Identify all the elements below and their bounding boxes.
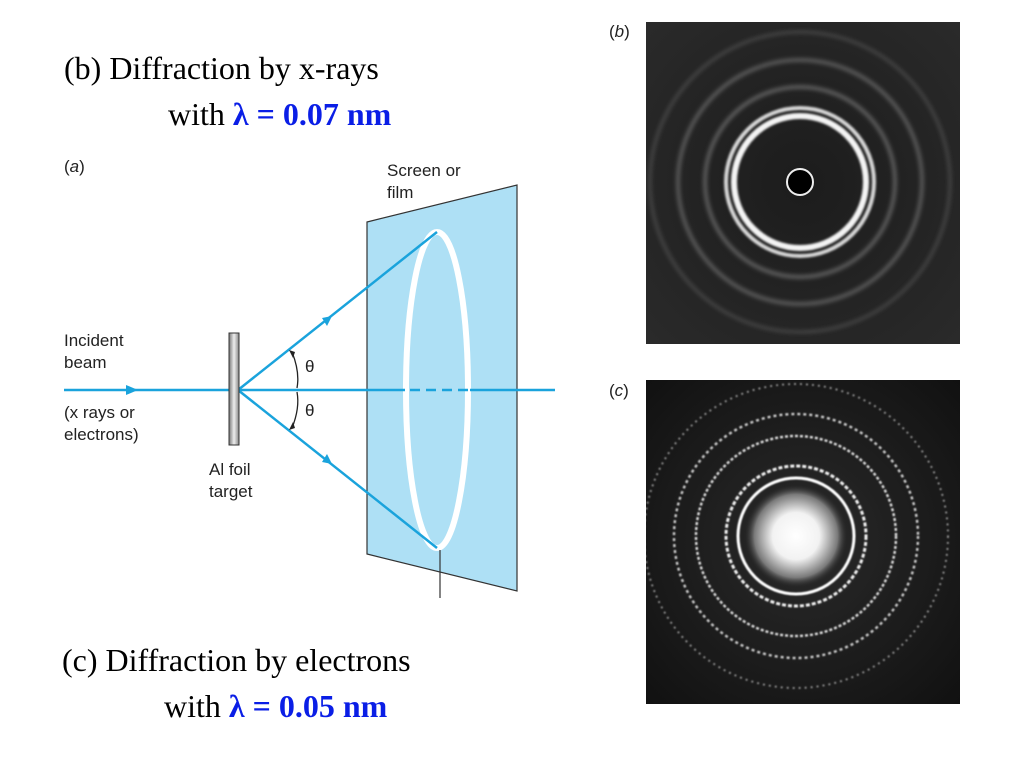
caption-c-title: (c) Diffraction by electrons xyxy=(62,642,411,678)
caption-c-wavelength: with λ = 0.05 nm xyxy=(164,688,387,724)
electron-ring-2 xyxy=(724,464,868,608)
diffraction-diagram: (a) θ θ Incident beam (x rays or electro… xyxy=(64,157,555,598)
target-label-2: target xyxy=(209,482,253,501)
screen-panel xyxy=(366,184,518,592)
caption-c-line1: (c) Diffraction by electrons xyxy=(62,642,411,678)
diffracted-arrow-lower-icon xyxy=(322,454,332,464)
diffracted-beam-upper xyxy=(237,231,438,391)
xray-diffraction-photo xyxy=(646,22,960,344)
electron-center-spot xyxy=(744,484,848,588)
angle-arrow-upper-icon xyxy=(289,350,295,358)
xray-ring-4 xyxy=(676,58,924,306)
electron-ring-outer xyxy=(646,383,949,689)
panel-label-a: (a) xyxy=(64,157,85,176)
panel-a-letter: a xyxy=(70,157,79,176)
caption-c-lambda: λ = 0.05 nm xyxy=(228,688,388,724)
diffracted-beam-lower xyxy=(237,389,438,549)
xray-ring-1 xyxy=(731,113,869,251)
diffracted-arrow-upper-icon xyxy=(322,316,332,326)
incident-arrow-icon xyxy=(126,385,138,395)
angle-label-lower: θ xyxy=(305,401,314,420)
source-label-2: electrons) xyxy=(64,425,139,444)
panel-b-letter: b xyxy=(614,22,625,41)
caption-b-wavelength: with λ = 0.07 nm xyxy=(168,96,391,132)
xray-ring-outer xyxy=(649,31,951,333)
electron-ring-3 xyxy=(694,434,898,638)
xray-beam-stop xyxy=(786,168,814,196)
xray-ring-2 xyxy=(724,106,876,258)
angle-label-upper: θ xyxy=(305,357,314,376)
panel-label-c: (c) xyxy=(609,381,629,400)
electron-ring-4 xyxy=(672,412,920,660)
caption-c-prefix: with xyxy=(164,688,229,724)
screen-label-2: film xyxy=(387,183,413,202)
incident-beam-label-1: Incident xyxy=(64,331,124,350)
foil-target xyxy=(228,332,240,446)
panel-c-letter: c xyxy=(614,381,624,400)
electron-diffraction-photo xyxy=(646,380,960,704)
caption-b-line1: (b) Diffraction by x-rays xyxy=(64,50,379,86)
caption-b-prefix: with xyxy=(168,96,233,132)
screen-label-1: Screen or xyxy=(387,161,461,180)
target-label-1: Al foil xyxy=(209,460,251,479)
xray-ring-3 xyxy=(703,85,897,279)
caption-b-lambda: λ = 0.07 nm xyxy=(232,96,392,132)
panel-label-b: (b) xyxy=(609,22,630,41)
electron-ring-1 xyxy=(736,476,856,596)
source-label-1: (x rays or xyxy=(64,403,135,422)
incident-beam-label-2: beam xyxy=(64,353,107,372)
caption-b-title: (b) Diffraction by x-rays xyxy=(64,50,379,86)
angle-arrow-lower-icon xyxy=(289,422,295,430)
